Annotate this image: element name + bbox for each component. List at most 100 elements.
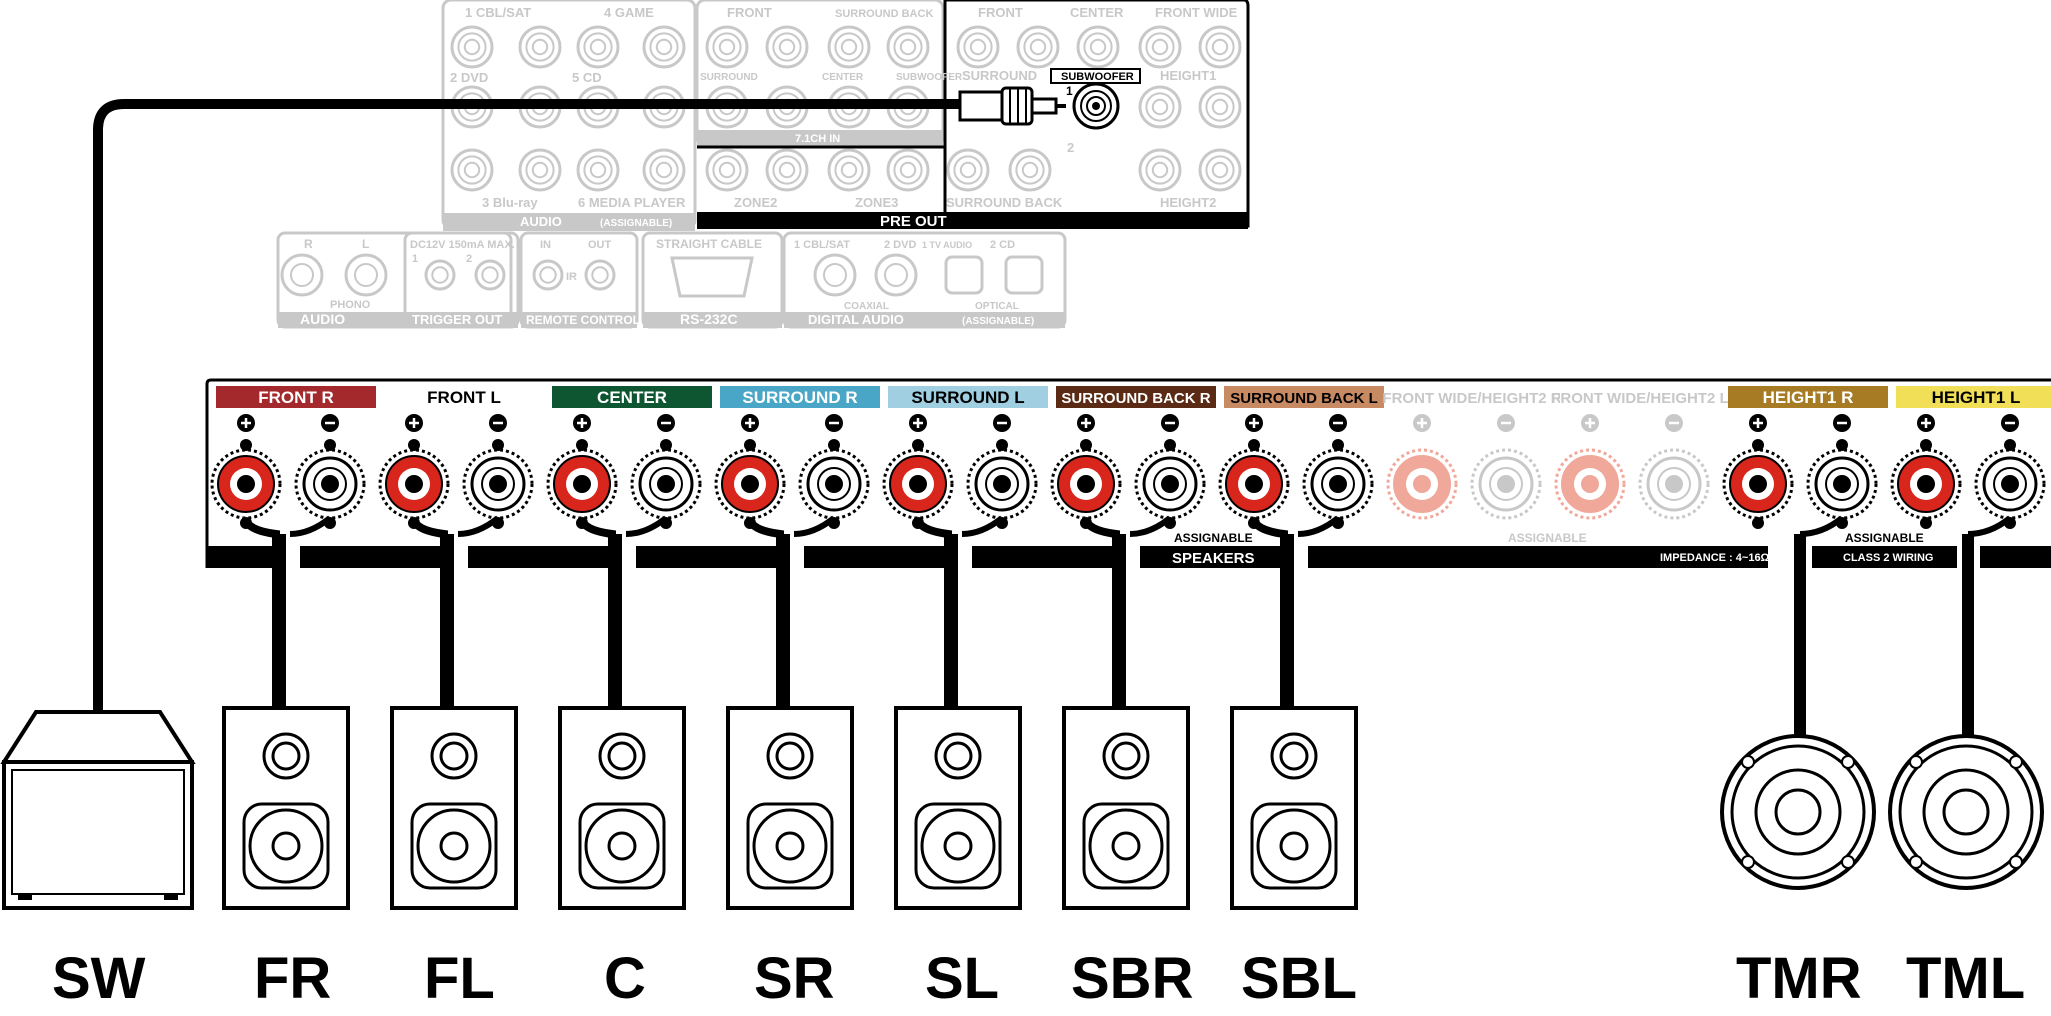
screw [1741,755,1755,769]
assignable-label-3: ASSIGNABLE [1845,531,1924,545]
speaker-name-fr: FR [254,946,331,1011]
speaker-cables [242,515,2012,738]
preout-jack [827,148,871,192]
screw [1909,855,1923,869]
subwoofer-cable [93,99,960,712]
preout-jack [705,148,749,192]
panel-bottom-bar [207,546,277,568]
speaker-cable-neg [1297,515,1340,537]
preout-jack [1138,25,1182,69]
impedance-label: IMPEDANCE : 4~16Ω [1660,552,1770,564]
floor-speaker [222,706,350,910]
speaker-cable-pos [242,517,280,708]
digital-label-1: 1 CBL/SAT [794,239,850,251]
channel-header-bar [552,386,712,408]
subwoofer-jack [1072,82,1120,130]
speaker-name-sw: SW [52,946,146,1011]
ch71-front-label: FRONT [727,5,772,20]
audio-in-label-1: 1 CBL/SAT [465,5,531,20]
speaker-name-fl: FL [424,946,495,1011]
preout-surround-back-label: SURROUND BACK [946,195,1063,210]
audio-in-jack [576,25,620,69]
speaker-cable-neg [1799,515,1844,537]
channel-header-bar [1728,386,1888,408]
floor-speaker [390,706,518,910]
preout-surround-label: SURROUND [962,68,1037,83]
phono-jack-l [344,253,388,297]
channel-header-label: FRONT WIDE/HEIGHT2 R [1382,390,1561,407]
channel-header-label: FRONT L [427,388,501,407]
channel-header-label: FRONT R [258,388,334,407]
ch71-in-jack [827,25,871,69]
audio-in-footer: AUDIO [520,214,562,229]
preout-center-label: CENTER [1070,5,1124,20]
digital-coaxial: COAXIAL [844,301,889,312]
channel-header-label: SURROUND R [742,388,857,407]
rca-plug [958,86,1066,126]
panel-bottom-bar [804,546,946,568]
speaker-name-sr: SR [754,946,835,1011]
preout-jack [956,25,1000,69]
audio-in-label-4: 4 GAME [604,5,654,20]
digital-footer: DIGITAL AUDIO [808,312,904,327]
speaker-name-sbl: SBL [1241,946,1357,1011]
floor-speaker [894,706,1022,910]
remote-in: IN [540,239,551,251]
subwoofer-label: SUBWOOFER [1061,71,1134,83]
assignable-label-2: ASSIGNABLE [1508,531,1587,545]
channel-header-bar [1392,386,1552,408]
ch71-in-jack [765,25,809,69]
preout-front-label: FRONT [978,5,1023,20]
optical-jack-1 [944,255,984,295]
audio-in-footer-bar [443,213,695,231]
channel-header-bar [1224,386,1384,408]
audio-in-jack [642,25,686,69]
digital-label-4: 2 CD [990,239,1015,251]
assignable-label-1: ASSIGNABLE [1174,531,1253,545]
preout-jack [886,148,930,192]
panel-bottom-bar [300,546,442,568]
remote-jack-in [532,259,564,291]
preout-height1-label: HEIGHT1 [1160,68,1216,83]
audio-in-label-6: 6 MEDIA PLAYER [578,195,686,210]
speaker-cable-pos [914,517,952,708]
trigger-jack-1 [424,259,456,291]
floor-speaker [1062,706,1190,910]
preout-sub-num-2: 2 [1067,140,1074,155]
digital-label-2: 2 DVD [884,239,916,251]
remote-footer: REMOTE CONTROL [526,313,640,327]
optical-jack-2 [1004,255,1044,295]
pre-out-group [943,0,1250,228]
preout-jack [765,148,809,192]
channel-header-bar [1056,386,1216,408]
ceiling-speaker [1888,734,2044,890]
preout-jack [1138,148,1182,192]
screw [1909,755,1923,769]
digital-label-3: 1 TV AUDIO [922,240,972,250]
channel-header-label: HEIGHT1 L [1932,388,2021,407]
channel-header-label: HEIGHT1 R [1763,388,1854,407]
small-group-footer-bar-4 [784,312,1065,328]
panel-bottom-bar [1308,546,1768,568]
speaker-cable-neg [289,515,332,537]
audio-in-footer-note: (ASSIGNABLE) [600,218,672,229]
trigger-num-1: 1 [412,253,418,265]
speaker-cable-neg [457,515,500,537]
ch71-center-label: CENTER [822,72,864,83]
speaker-cable-pos [746,517,784,708]
small-group-footer-bar-1 [405,312,518,328]
channel-header-bar [1896,386,2051,408]
speaker-cable-pos [578,517,616,708]
top-jacks [450,25,1242,192]
screw [1841,755,1855,769]
panel-bottom-bar [1140,546,1285,568]
audio-in-label-5: 5 CD [572,70,602,85]
phono-l: L [362,237,369,251]
subwoofer [0,710,196,910]
speaker-cable-pos [410,517,448,708]
preout-jack [1198,25,1242,69]
